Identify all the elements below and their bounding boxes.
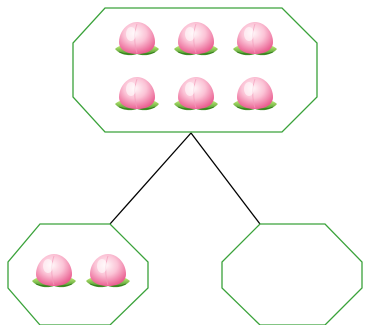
- left-group-octagon: [7, 223, 149, 325]
- connector-line-left: [109, 132, 192, 225]
- right-group-octagon: [221, 223, 363, 325]
- connector-line-right: [190, 132, 261, 225]
